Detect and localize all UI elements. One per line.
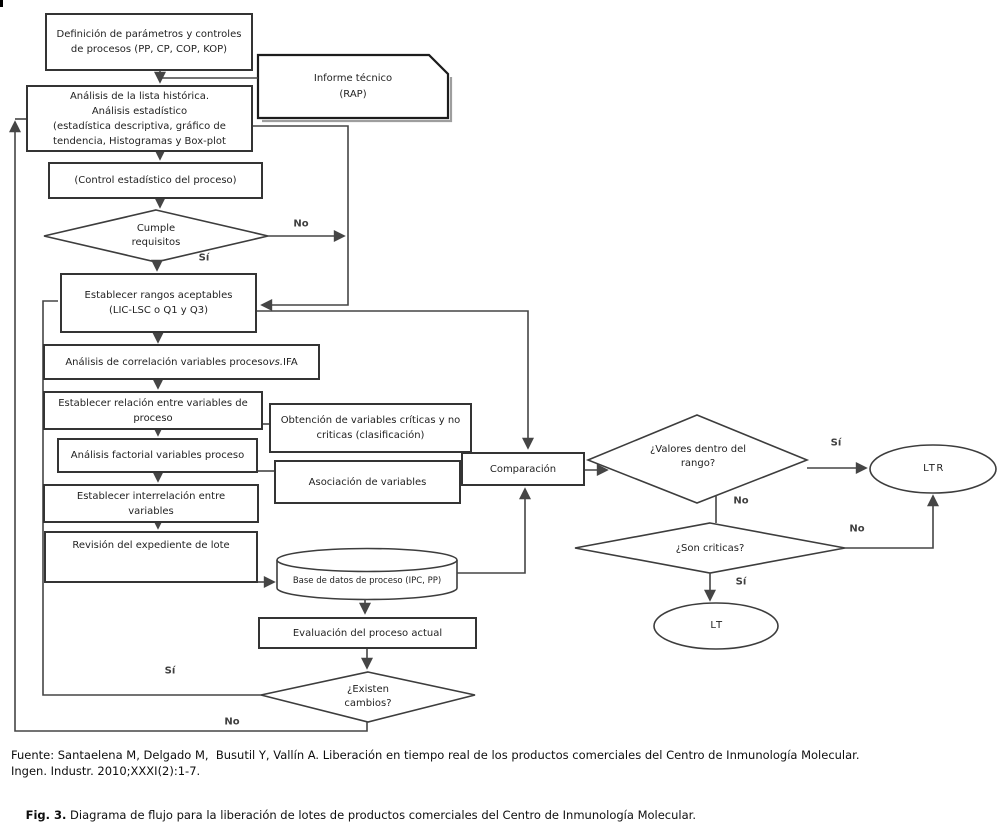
node-establecer-interrelacion: Establecer interrelación entre variables [43, 484, 259, 523]
edge-label-cumple-si: Sí [198, 252, 210, 264]
label-ltr: LTR [923, 463, 945, 474]
diamond-valores-dentro-rango [585, 414, 810, 504]
ellipse-lt [653, 602, 779, 650]
source-citation: Fuente: Santaelena M, Delgado M, Busutil… [11, 748, 860, 778]
label-informe-tecnico: Informe técnico (RAP) [313, 73, 393, 100]
node-analisis-factorial: Análisis factorial variables proceso [57, 438, 258, 473]
node-obtencion-variables: Obtención de variables críticas y no cri… [269, 403, 472, 453]
edge-label-valores-no: No [733, 495, 749, 507]
node-establecer-relacion: Establecer relación entre variables de p… [43, 391, 263, 430]
label-cumple-requisitos: Cumple requisitos [131, 223, 181, 248]
node-revision-expediente: Revisión del expediente de lote [44, 531, 258, 583]
ellipse-ltr [869, 444, 997, 494]
node-asociacion-variables: Asociación de variables [274, 460, 461, 504]
node-analisis-lista-historica: Análisis de la lista histórica. Análisis… [26, 85, 253, 152]
flow-informe-down-to-rangos [253, 125, 349, 311]
edge-label-existen-si: Sí [164, 665, 176, 677]
figure-caption: Fig. 3. Diagrama de flujo para la libera… [11, 791, 989, 825]
edge-label-valores-si: Sí [830, 437, 842, 449]
correlacion-text-vs: vs. [268, 356, 284, 368]
flow-criticas-no-to-ltr [845, 494, 939, 549]
edge-label-existen-no: No [224, 716, 240, 728]
edge-label-criticas-si: Sí [735, 576, 747, 588]
correlacion-text-post: IFA [283, 356, 298, 368]
label-valores-dentro-rango: ¿Valores dentro del rango? [649, 444, 747, 469]
diamond-existen-cambios [260, 671, 476, 723]
flow-basedatos-to-comparacion [457, 487, 531, 574]
cylinder-cap [276, 547, 458, 573]
label-lt: LT [710, 620, 724, 631]
node-analisis-correlacion: Análisis de correlación variables proces… [43, 344, 320, 380]
node-comparacion: Comparación [461, 452, 585, 486]
label-son-criticas: ¿Son criticas? [675, 543, 745, 554]
figure-caption-number: Fig. 3. [25, 808, 67, 822]
node-establecer-rangos: Establecer rangos aceptables (LIC-LSC o … [60, 273, 257, 333]
scan-corner-artifact [0, 0, 3, 7]
node-control-estadistico: (Control estadístico del proceso) [48, 162, 263, 199]
document-shape-shadow [262, 77, 453, 123]
edge-label-cumple-no: No [293, 218, 309, 230]
node-evaluacion-proceso: Evaluación del proceso actual [258, 617, 477, 649]
flow-rangos-to-comparacion [257, 310, 534, 450]
figure-caption-text: Diagrama de flujo para la liberación de … [66, 808, 696, 822]
flow-existen-no-loop [9, 120, 368, 732]
label-base-datos: Base de datos de proceso (IPC, PP) [292, 576, 442, 586]
label-existen-cambios: ¿Existen cambios? [344, 684, 392, 709]
document-shape-informe [256, 53, 450, 120]
node-definicion-parametros: Definición de parámetros y controles de … [45, 13, 253, 71]
correlacion-text-pre: Análisis de correlación variables proces… [65, 356, 269, 368]
edge-label-criticas-no: No [849, 523, 865, 535]
